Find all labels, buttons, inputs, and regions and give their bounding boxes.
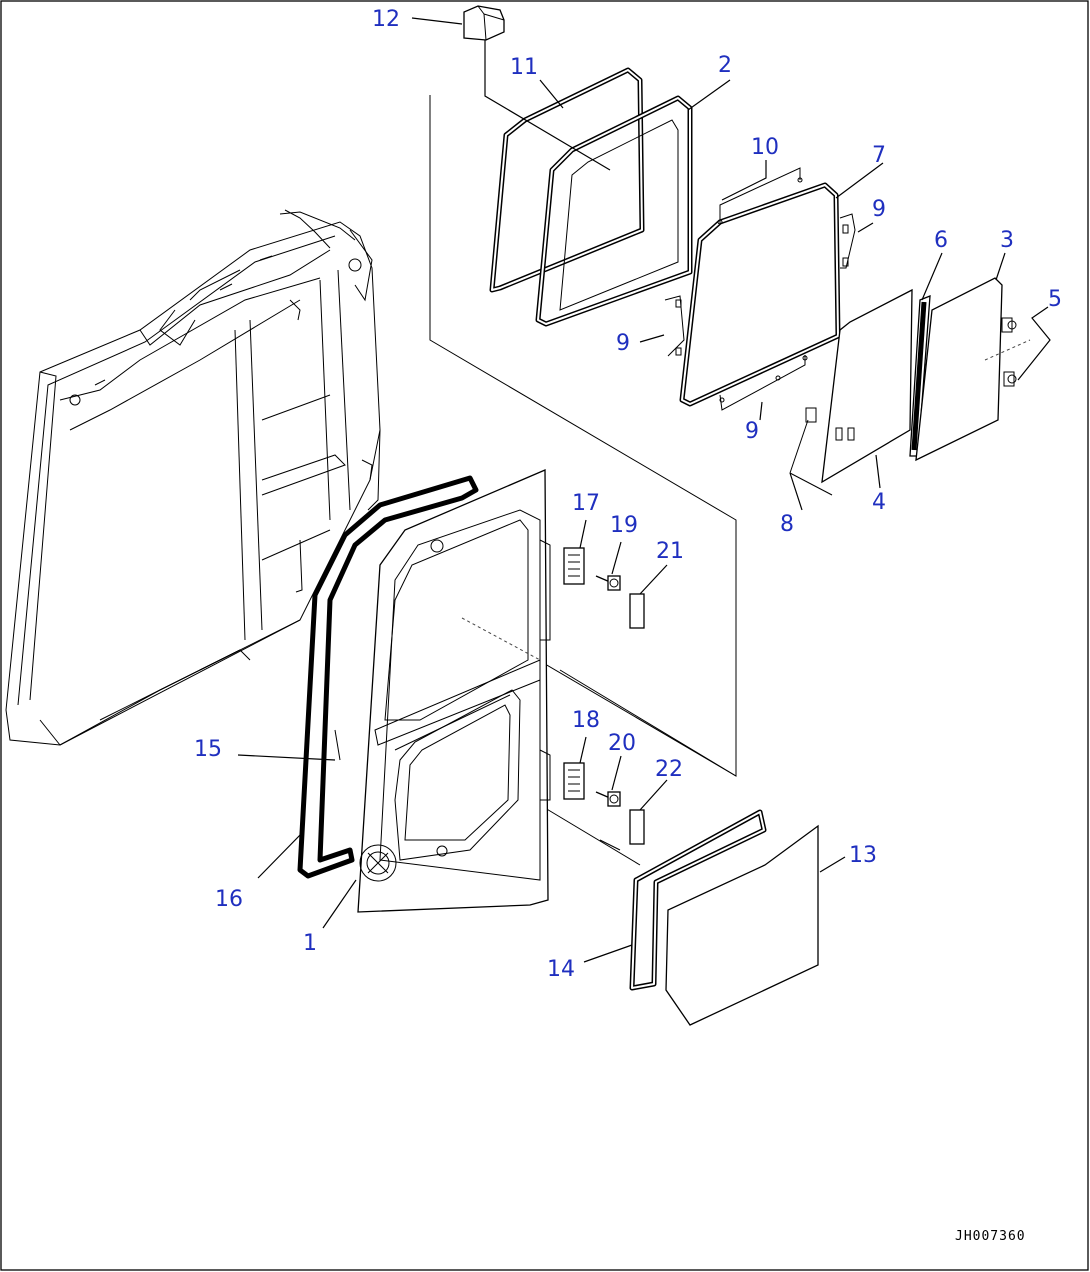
window-seal-11 — [489, 67, 645, 293]
callout-9-bottom: 9 — [745, 419, 759, 444]
callout-18: 18 — [572, 708, 600, 733]
callout-22: 22 — [655, 757, 683, 782]
callout-5: 5 — [1048, 287, 1062, 312]
reference-outline — [429, 95, 737, 777]
callout-7: 7 — [872, 143, 886, 168]
leader-lines — [237, 17, 1051, 963]
callout-19: 19 — [610, 513, 638, 538]
callout-9-left: 9 — [616, 331, 630, 356]
callout-11: 11 — [510, 55, 538, 80]
callout-2: 2 — [718, 53, 732, 78]
fasteners-9-10 — [664, 167, 856, 411]
cover-22 — [629, 809, 645, 845]
callout-9-top: 9 — [872, 197, 886, 222]
clip-12 — [463, 5, 505, 41]
door-panel-1 — [334, 469, 551, 913]
callout-1: 1 — [303, 931, 317, 956]
callout-labels: 12 11 2 10 7 9 6 3 5 9 9 8 4 17 19 21 18… — [194, 7, 1062, 982]
glass-3 — [915, 277, 1003, 462]
drawing-code: JH007360 — [955, 1229, 1026, 1244]
callout-16: 16 — [215, 887, 243, 912]
panel-13 — [665, 824, 819, 1026]
callout-4: 4 — [872, 490, 886, 515]
bolt-19 — [595, 575, 621, 591]
glass-4 — [821, 288, 913, 484]
bolt-20 — [595, 791, 621, 807]
door-seal-16 — [297, 475, 479, 879]
callout-10: 10 — [751, 135, 779, 160]
fasteners-8 — [789, 407, 855, 496]
callout-20: 20 — [608, 731, 636, 756]
callout-17: 17 — [572, 491, 600, 516]
callout-15: 15 — [194, 737, 222, 762]
hinge-18 — [563, 762, 585, 800]
window-seal-2 — [535, 95, 693, 327]
cover-21 — [629, 593, 645, 629]
callout-3: 3 — [1000, 228, 1014, 253]
callout-12: 12 — [372, 7, 400, 32]
callout-8: 8 — [780, 512, 794, 537]
callout-21: 21 — [656, 539, 684, 564]
hinge-17 — [563, 547, 585, 585]
window-glass-7 — [679, 182, 841, 407]
callout-6: 6 — [934, 228, 948, 253]
panel-14 — [629, 809, 767, 991]
fasteners-5 — [984, 317, 1031, 387]
callout-14: 14 — [547, 957, 575, 982]
callout-13: 13 — [849, 843, 877, 868]
cab-frame — [5, 209, 381, 746]
